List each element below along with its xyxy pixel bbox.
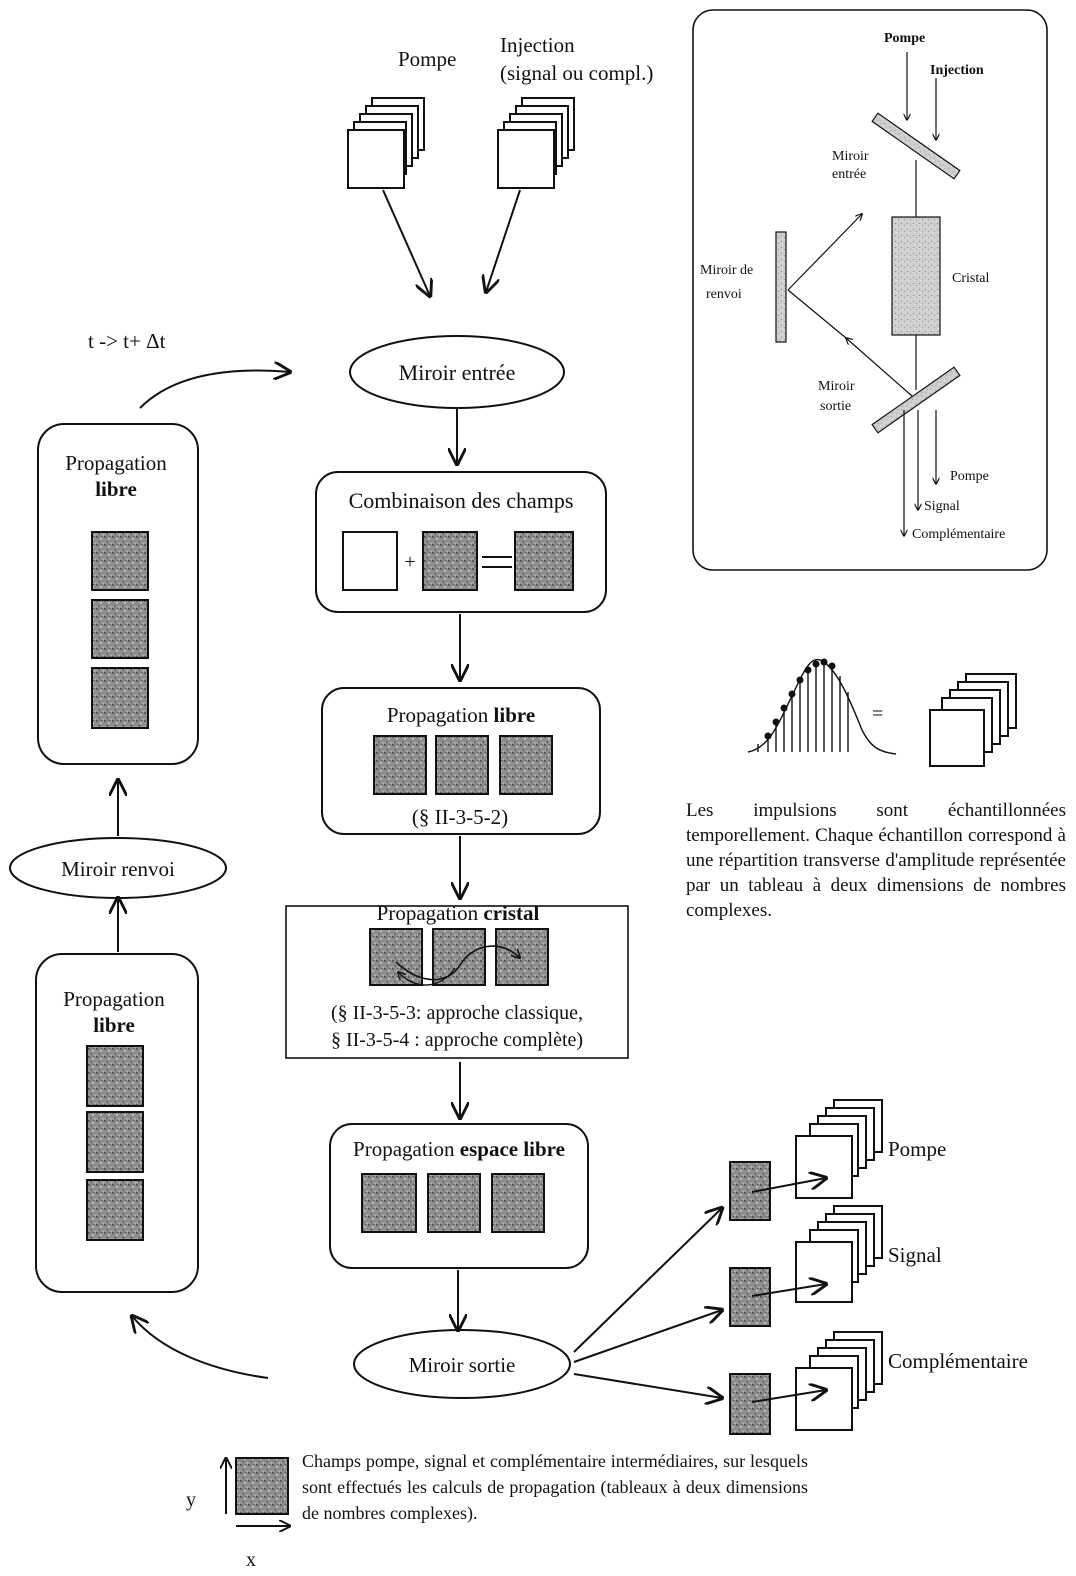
inset-mirror-in-label-2: entrée <box>832 167 866 182</box>
left-top-field-3-icon <box>91 667 149 729</box>
free-prop-field-1-icon <box>373 735 427 795</box>
crystal-prop-title: Propagation cristal <box>377 901 540 925</box>
crystal-coupling-curve <box>395 945 520 981</box>
left-bottom-propagation-node <box>35 953 199 1293</box>
left-top-propagation-node <box>37 423 199 765</box>
legend-field-icon <box>235 1457 289 1515</box>
inset-out-signal-label: Signal <box>924 499 960 514</box>
output-comp-stack-icon <box>729 1331 883 1435</box>
left-bottom-field-2-icon <box>86 1111 144 1173</box>
crystal-propagation-node <box>285 905 629 1059</box>
legend-x-label: x <box>246 1549 256 1571</box>
inset-mirror-in-label-1: Miroir <box>832 149 869 164</box>
inset-return-label-1: Miroir de <box>700 263 753 278</box>
crystal-coupling-curve-back <box>398 967 456 986</box>
space-prop-title: Propagation espace libre <box>353 1137 565 1161</box>
left-top-title: Propagation <box>65 451 167 475</box>
pump-input-label: Pompe <box>398 47 456 71</box>
combination-plus-sign: + <box>404 551 415 573</box>
time-step-label: t -> t+ Δt <box>88 329 166 353</box>
inset-crystal-icon <box>891 216 941 336</box>
inset-out-pump-label: Pompe <box>950 469 989 484</box>
inset-return-label-2: renvoi <box>706 287 742 302</box>
crystal-field-2-icon <box>432 928 486 986</box>
inset-crystal-label: Cristal <box>952 271 989 286</box>
loop-return-arrow <box>132 1316 269 1379</box>
left-bottom-title: Propagation <box>63 987 165 1011</box>
left-top-field-2-icon <box>91 599 149 659</box>
output-signal-stack-icon <box>729 1205 883 1327</box>
space-prop-field-3-icon <box>491 1173 545 1233</box>
left-top-bold: libre <box>95 477 137 501</box>
pump-input-stack-icon <box>347 97 425 189</box>
free-prop-field-3-icon <box>499 735 553 795</box>
combination-title: Combinaison des champs <box>349 488 574 513</box>
crystal-field-1-icon <box>369 928 423 986</box>
injection-input-label: Injection <box>500 33 575 57</box>
crystal-ref-line-1: (§ II-3-5-3: approche classique, <box>331 1002 583 1024</box>
space-prop-field-2-icon <box>427 1173 481 1233</box>
injection-input-stack-icon <box>497 97 575 189</box>
free-prop-title: Propagation libre <box>387 703 535 727</box>
legend-y-label: y <box>186 1489 196 1511</box>
injection-to-mirror-arrow <box>486 189 521 292</box>
inset-mirror-out-label-1: Miroir <box>818 379 855 394</box>
inset-out-comp-label: Complémentaire <box>912 527 1005 542</box>
inset-mirror-out-label-2: sortie <box>820 399 851 414</box>
space-prop-field-1-icon <box>361 1173 417 1233</box>
mirror-out-node <box>353 1329 571 1399</box>
inset-mirror-out-icon <box>871 366 961 434</box>
mirror-out-label: Miroir sortie <box>409 1353 516 1377</box>
sampled-pulse-dots <box>764 658 836 740</box>
mirror-return-node <box>9 837 227 899</box>
output-pump-label: Pompe <box>888 1137 946 1161</box>
inset-frame <box>692 9 1048 571</box>
sampling-note: Les impulsions sont échantillonnées temp… <box>686 800 1066 921</box>
loop-top-arrow <box>139 371 290 409</box>
inset-injection-label: Injection <box>930 63 984 78</box>
left-bottom-field-1-icon <box>86 1045 144 1107</box>
left-top-field-1-icon <box>91 531 149 591</box>
output-pump-stack-icon <box>729 1099 883 1221</box>
legend-text: Champs pompe, signal et complémentaire i… <box>302 1451 808 1523</box>
combination-result-field-icon <box>514 531 574 591</box>
inset-mirror-in-icon <box>871 112 961 180</box>
combination-node <box>315 471 607 613</box>
left-bottom-bold: libre <box>93 1013 135 1037</box>
inset-pump-label: Pompe <box>884 31 925 46</box>
inset-beam-up <box>787 214 862 291</box>
free-propagation-node <box>321 687 601 835</box>
out-arrow-comp <box>573 1373 722 1398</box>
crystal-field-3-icon <box>495 928 549 986</box>
inset-beam-down <box>846 338 913 397</box>
combination-empty-field-icon <box>342 531 398 591</box>
injection-input-sublabel: (signal ou compl.) <box>500 61 653 85</box>
pulse-equals-sign: = <box>872 703 883 725</box>
inset-return-mirror-icon <box>775 231 787 343</box>
inset-beam-down-2 <box>787 289 847 339</box>
combination-field-icon <box>422 531 478 591</box>
space-propagation-node <box>329 1123 589 1269</box>
sample-stack-icon <box>929 673 1017 767</box>
free-prop-field-2-icon <box>435 735 489 795</box>
crystal-ref-line-2: § II-3-5-4 : approche complète) <box>331 1029 583 1051</box>
output-comp-label: Complémentaire <box>888 1349 1028 1373</box>
pump-to-mirror-arrow <box>382 189 430 296</box>
mirror-return-label: Miroir renvoi <box>61 857 175 881</box>
output-signal-label: Signal <box>888 1243 942 1267</box>
out-arrow-signal <box>573 1310 722 1363</box>
out-arrow-pump <box>573 1208 722 1353</box>
left-bottom-field-3-icon <box>86 1179 144 1241</box>
free-prop-ref: (§ II-3-5-2) <box>412 805 508 829</box>
mirror-in-label: Miroir entrée <box>399 360 516 385</box>
